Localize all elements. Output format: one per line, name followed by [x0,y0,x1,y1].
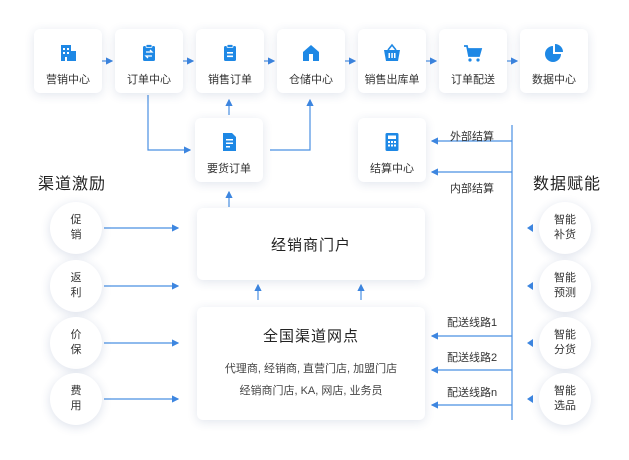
node-settlement-center: 结算中心 [358,118,426,182]
circle-line1: 智能 [554,385,576,397]
incentive-rebate: 返 利 [50,260,102,312]
node-label: 仓储中心 [289,74,333,86]
internal-settlement-label: 内部结算 [450,183,494,195]
channel-network-box: 全国渠道网点 代理商, 经销商, 直营门店, 加盟门店 经销商门店, KA, 网… [197,307,425,420]
node-order-center: 订单中心 [115,29,183,93]
channel-network-title: 全国渠道网点 [262,328,359,345]
circle-line2: 用 [70,400,82,412]
circle-line2: 分货 [554,344,576,356]
channel-network-line1: 代理商, 经销商, 直营门店, 加盟门店 [224,363,398,375]
node-label: 销售订单 [208,74,252,86]
route-n-label: 配送线路n [447,387,498,399]
circle-line1: 返 [70,272,82,284]
building-icon [57,42,79,64]
incentive-expenses: 费 用 [50,373,102,425]
dealer-portal-box: 经销商门户 [197,208,425,280]
node-label: 订单配送 [451,74,495,86]
circle-line1: 智能 [554,214,576,226]
node-label: 营销中心 [46,74,90,86]
incentive-price-protection: 价 保 [50,317,102,369]
node-order-request: 要货订单 [195,118,263,182]
circle-line2: 选品 [554,400,576,412]
node-sales-outbound: 销售出库单 [358,29,426,93]
node-sales-order: 销售订单 [196,29,264,93]
node-marketing-center: 营销中心 [34,29,102,93]
order-exchange-icon [138,42,160,64]
external-settlement-label: 外部结算 [450,131,494,143]
enablement-smart-selection: 智能 选品 [539,373,591,425]
channel-network-line2: 经销商门店, KA, 网店, 业务员 [239,385,383,397]
document-icon [218,131,240,153]
node-data-center: 数据中心 [520,29,588,93]
route-1-label: 配送线路1 [447,317,498,329]
basket-icon [381,42,403,64]
circle-line1: 费 [70,385,82,397]
circle-line2: 利 [70,287,82,299]
incentive-title: 渠道激励 [38,176,107,193]
route-2-label: 配送线路2 [447,352,498,364]
node-label: 销售出库单 [364,74,420,86]
calculator-icon [381,131,403,153]
circle-line1: 价 [70,329,82,341]
circle-line2: 销 [70,229,82,241]
node-order-delivery: 订单配送 [439,29,507,93]
node-label: 要货订单 [207,163,251,175]
circle-line2: 预测 [554,287,576,299]
enablement-smart-allocation: 智能 分货 [539,317,591,369]
circle-line1: 促 [70,214,82,226]
warehouse-icon [300,42,322,64]
node-label: 数据中心 [532,74,576,86]
enablement-smart-forecast: 智能 预测 [539,260,591,312]
circle-line2: 补货 [554,229,576,241]
node-label: 订单中心 [127,74,171,86]
cart-icon [462,42,484,64]
dealer-portal-title: 经销商门户 [270,236,351,254]
circle-line2: 保 [70,344,82,356]
enablement-title: 数据赋能 [533,176,602,193]
node-label: 结算中心 [370,163,414,175]
clipboard-icon [219,42,241,64]
incentive-promotion: 促 销 [50,202,102,254]
circle-line1: 智能 [554,272,576,284]
circle-line1: 智能 [554,329,576,341]
enablement-smart-replenish: 智能 补货 [539,202,591,254]
pie-chart-icon [543,42,565,64]
node-warehouse-center: 仓储中心 [277,29,345,93]
